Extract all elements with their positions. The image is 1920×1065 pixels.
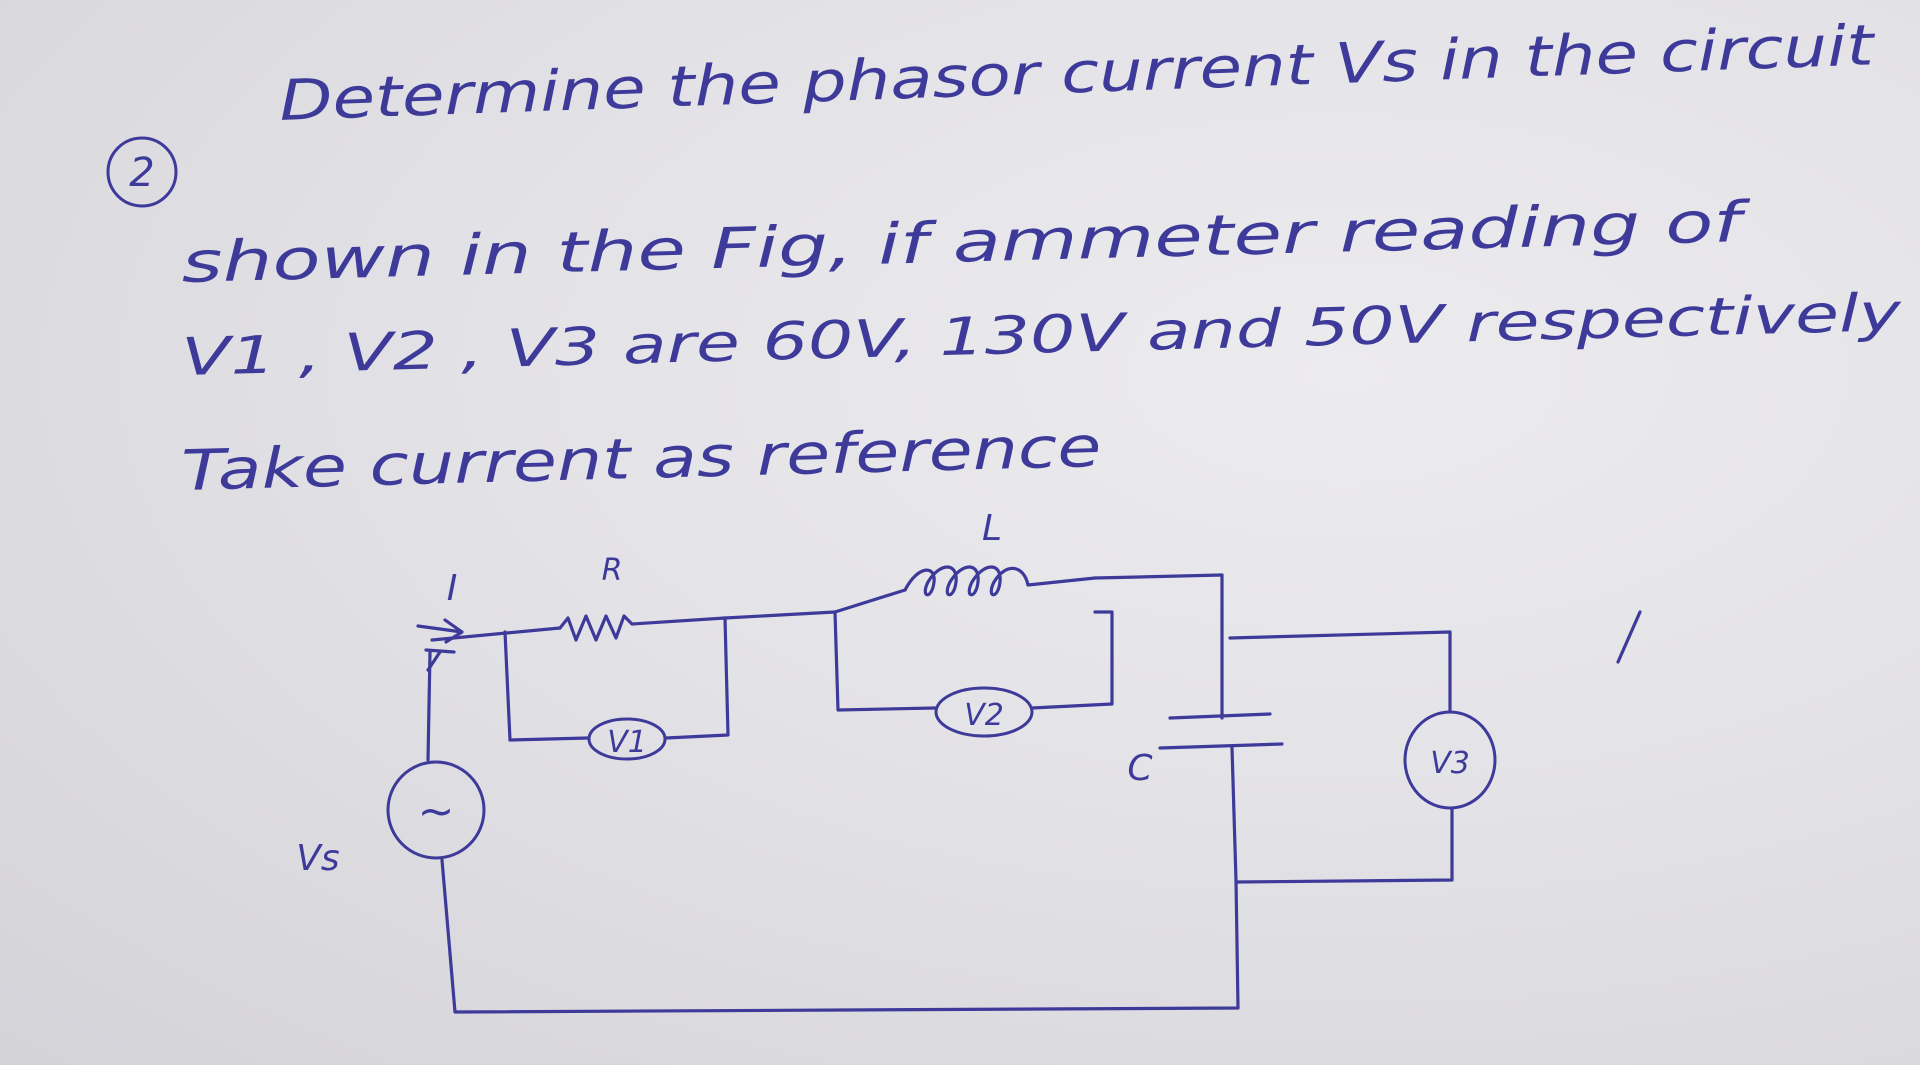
capacitor-plate-top xyxy=(1168,712,1272,720)
question-line-4: Take current as reference xyxy=(181,415,1102,504)
ac-source-symbol: ~ xyxy=(418,786,455,837)
voltmeter-v2 xyxy=(934,686,1034,738)
inductor-symbol xyxy=(903,565,1097,597)
circuit-diagram: V1 V2 V3 ~ I R L C xyxy=(296,508,1497,1014)
v3-bottom-branch xyxy=(1234,808,1454,884)
stray-mark xyxy=(1616,610,1642,664)
capacitor-label: C xyxy=(1127,748,1153,789)
source-label: Vs xyxy=(296,838,339,879)
capacitor-bottom-wire xyxy=(1230,746,1238,882)
v2-left-branch xyxy=(833,610,937,712)
inductor-right-wire xyxy=(1093,573,1224,580)
question-line-2: shown in the Fig, if ammeter reading of xyxy=(181,190,1752,296)
v3-top-branch xyxy=(1228,630,1452,714)
ammeter-mark xyxy=(424,648,456,672)
question-number-circle xyxy=(106,136,178,208)
question-line-3: V1 , V2 , V3 are 60V, 130V and 50V respe… xyxy=(181,283,1904,388)
resistor-symbol xyxy=(558,614,727,642)
question-line-1: Determine the phasor current Vs in the c… xyxy=(278,13,1877,134)
voltmeter-v1 xyxy=(587,717,667,761)
capacitor-plate-bottom xyxy=(1158,742,1284,750)
middle-wire xyxy=(723,610,837,620)
inductor-label: L xyxy=(982,508,1002,549)
voltmeter-v2-label: V2 xyxy=(964,698,1004,733)
voltmeter-v3 xyxy=(1403,710,1497,810)
question-number: 2 xyxy=(129,150,154,196)
voltmeter-v3-label: V3 xyxy=(1430,746,1470,781)
ac-source xyxy=(386,760,486,860)
resistor-label: R xyxy=(602,553,623,588)
current-label: I xyxy=(447,568,458,609)
v2-right-branch xyxy=(1030,610,1114,710)
inductor-left-lead xyxy=(833,588,907,614)
voltmeter-v1-label: V1 xyxy=(607,725,647,760)
v1-left-branch xyxy=(503,630,590,742)
bottom-wire xyxy=(440,858,1240,1014)
current-arrow xyxy=(416,618,464,644)
v1-right-branch xyxy=(664,616,730,740)
